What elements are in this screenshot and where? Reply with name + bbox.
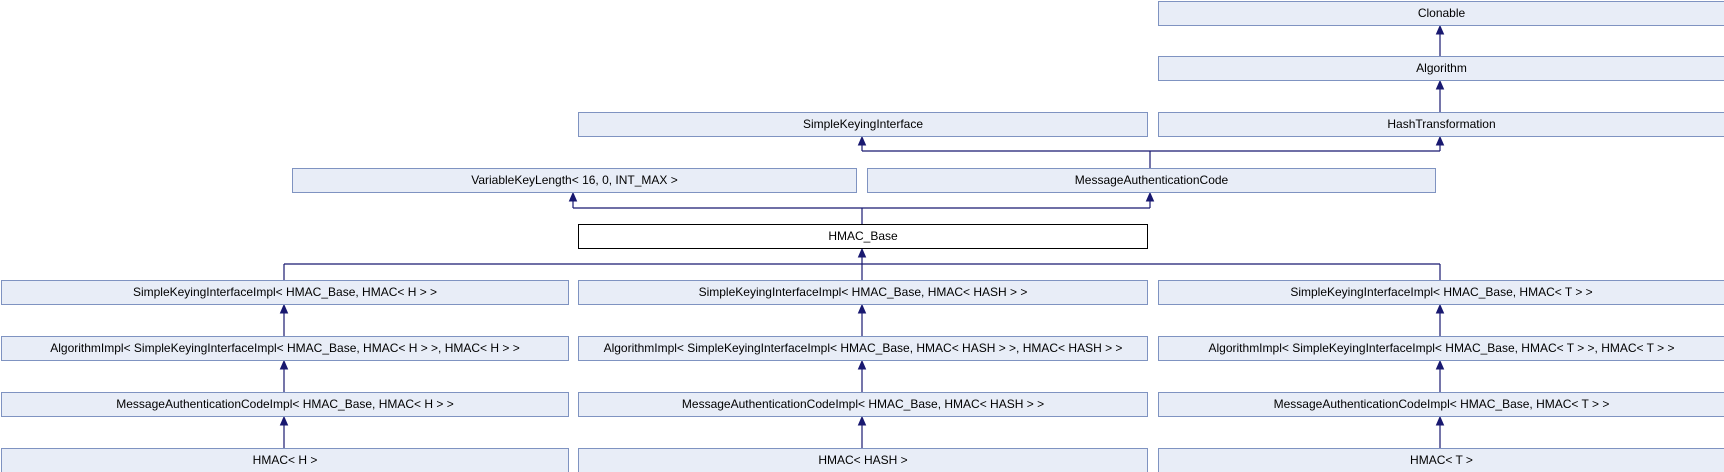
- arrows-algorithmimpl-to-skiimpl: [279, 303, 1445, 336]
- class-node-mac-impl-h[interactable]: MessageAuthenticationCodeImpl< HMAC_Base…: [1, 392, 569, 417]
- class-node-simple-keying-interface[interactable]: SimpleKeyingInterface: [578, 112, 1148, 137]
- class-node-algorithm-impl-h[interactable]: AlgorithmImpl< SimpleKeyingInterfaceImpl…: [1, 336, 569, 361]
- class-node-message-authentication-code[interactable]: MessageAuthenticationCode: [867, 168, 1436, 193]
- class-node-ski-impl-hash[interactable]: SimpleKeyingInterfaceImpl< HMAC_Base, HM…: [578, 280, 1148, 305]
- class-node-algorithm[interactable]: Algorithm: [1158, 56, 1724, 81]
- class-node-hmac-t[interactable]: HMAC< T >: [1158, 448, 1724, 472]
- arrow-hmacbase-to-vkl-and-mac: [568, 191, 1155, 224]
- class-node-ski-impl-t[interactable]: SimpleKeyingInterfaceImpl< HMAC_Base, HM…: [1158, 280, 1724, 305]
- class-node-ski-impl-h[interactable]: SimpleKeyingInterfaceImpl< HMAC_Base, HM…: [1, 280, 569, 305]
- arrow-hashtransformation-to-algorithm: [1435, 79, 1445, 112]
- arrows-macimpl-to-algorithmimpl: [279, 359, 1445, 392]
- class-node-hash-transformation[interactable]: HashTransformation: [1158, 112, 1724, 137]
- class-node-mac-impl-t[interactable]: MessageAuthenticationCodeImpl< HMAC_Base…: [1158, 392, 1724, 417]
- class-node-variable-key-length[interactable]: VariableKeyLength< 16, 0, INT_MAX >: [292, 168, 857, 193]
- class-node-algorithm-impl-t[interactable]: AlgorithmImpl< SimpleKeyingInterfaceImpl…: [1158, 336, 1724, 361]
- class-node-mac-impl-hash[interactable]: MessageAuthenticationCodeImpl< HMAC_Base…: [578, 392, 1148, 417]
- class-node-algorithm-impl-hash[interactable]: AlgorithmImpl< SimpleKeyingInterfaceImpl…: [578, 336, 1148, 361]
- class-node-hmac-hash[interactable]: HMAC< HASH >: [578, 448, 1148, 472]
- arrow-skiimpl-children-to-hmacbase: [283, 247, 1441, 281]
- class-node-clonable[interactable]: Clonable: [1158, 1, 1724, 26]
- arrows-hmac-to-macimpl: [279, 415, 1445, 448]
- class-node-hmac-base-current: HMAC_Base: [578, 224, 1148, 249]
- arrow-algorithm-to-clonable: [1435, 24, 1445, 56]
- arrow-mac-to-ski-and-hashtransformation: [857, 135, 1445, 168]
- class-node-hmac-h[interactable]: HMAC< H >: [1, 448, 569, 472]
